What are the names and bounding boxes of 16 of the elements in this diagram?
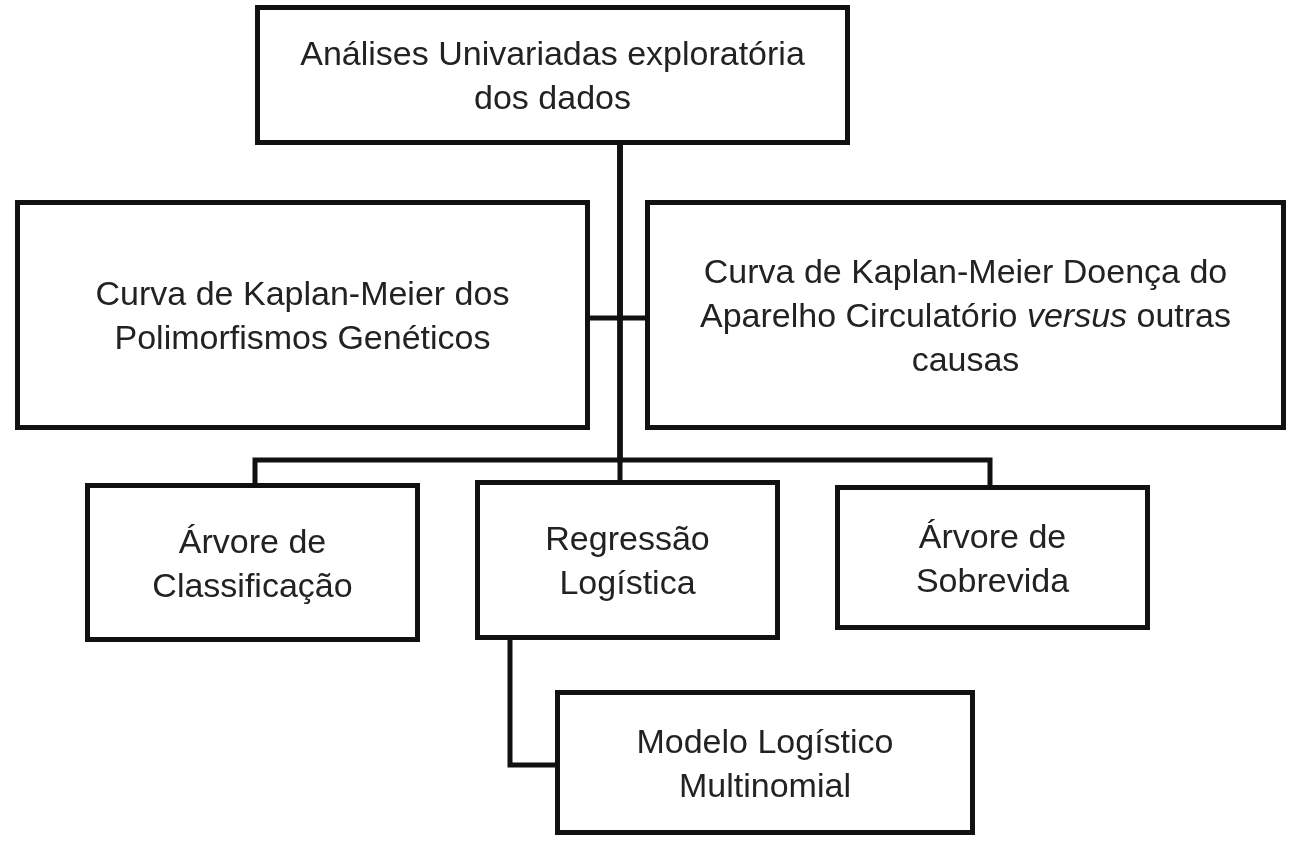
- box-text: Regressão Logística: [544, 518, 711, 603]
- box-text: Análises Univariadas exploratória dos dados: [299, 33, 806, 118]
- connector-line: [507, 640, 555, 768]
- process-box: [475, 480, 780, 640]
- process-box: [255, 5, 850, 145]
- process-box: [645, 200, 1286, 430]
- process-box: [85, 483, 420, 642]
- process-box: [555, 690, 975, 835]
- box-text: Árvore de Classificação: [151, 520, 354, 606]
- connector-line: [617, 145, 993, 485]
- process-box: [15, 200, 590, 430]
- process-box: [835, 485, 1150, 630]
- box-text: Curva de Kaplan-Meier dos Polimorfismos Genéticos: [94, 273, 511, 358]
- box-text: Árvore de Sobrevida: [914, 515, 1071, 601]
- box-text: Curva de Kaplan-Meier Doença do Aparelho Circulatório versus outras causas: [699, 251, 1232, 380]
- box-text: Modelo Logístico Multinomial: [635, 720, 895, 806]
